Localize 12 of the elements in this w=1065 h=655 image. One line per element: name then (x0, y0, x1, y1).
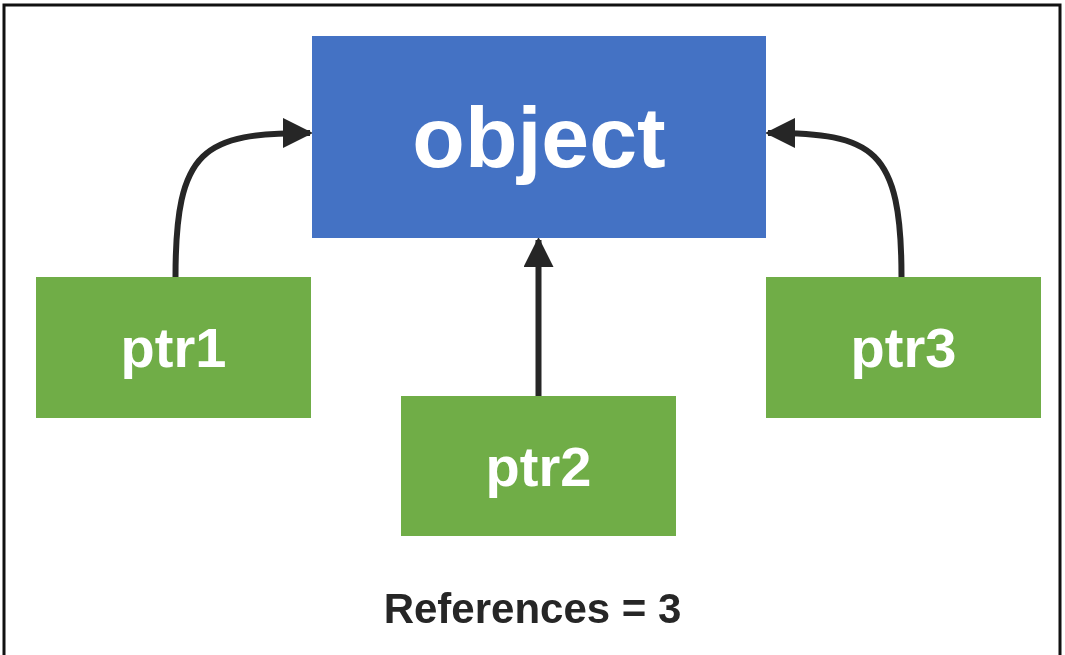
arrow (765, 118, 905, 278)
reference-count-label: References = 3 (383, 585, 682, 633)
pointer-label: ptr3 (850, 315, 957, 380)
object-label: object (412, 87, 666, 187)
arrow (523, 237, 554, 396)
pointer-box (401, 396, 676, 536)
pointer-label: ptr2 (485, 433, 592, 499)
arrow (172, 118, 313, 278)
pointer-box (766, 277, 1041, 418)
object-box (312, 36, 766, 238)
pointer-label: ptr1 (120, 315, 227, 380)
pointer-box (36, 277, 311, 418)
